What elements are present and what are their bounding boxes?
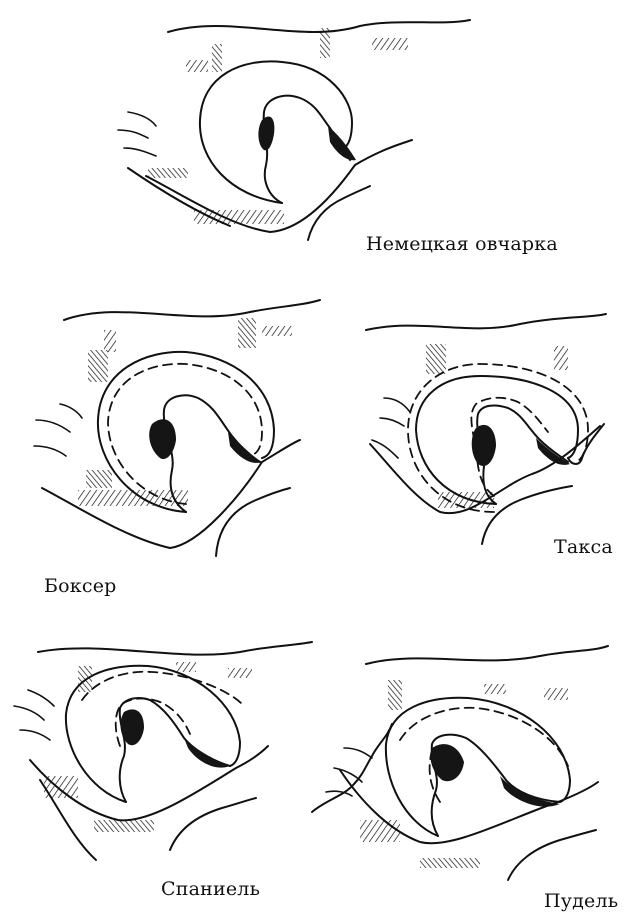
hatch-mark [78, 490, 188, 506]
hatch-mark [262, 326, 292, 336]
hatch-mark [86, 470, 112, 488]
hatch-mark [438, 492, 494, 508]
hatch-mark [194, 210, 284, 224]
hatch-mark [128, 112, 156, 126]
hatch-mark [28, 690, 54, 706]
panel-german-shepherd [118, 20, 470, 240]
hatch-mark [36, 420, 70, 432]
hatch-mark [372, 440, 398, 458]
hatch-mark [14, 706, 44, 720]
hatch-mark [384, 398, 410, 412]
hatch-mark [20, 730, 50, 740]
hatch-mark [78, 666, 92, 692]
hatch-mark [344, 748, 372, 758]
side-contour [312, 724, 392, 812]
hatch-mark [420, 858, 480, 868]
hatch-mark [372, 38, 408, 50]
hatch-mark [484, 684, 506, 694]
hatch-mark [176, 662, 196, 672]
hatch-mark [60, 404, 82, 418]
jaw-contour [170, 798, 256, 850]
hatch-mark [148, 168, 188, 178]
hatch-mark [186, 60, 208, 72]
hatch-mark [544, 688, 568, 700]
cranial-ring-dashed [408, 364, 588, 512]
hatch-mark [388, 680, 402, 710]
caption-boxer: Боксер [44, 575, 117, 597]
hatch-mark [360, 820, 400, 842]
hatch-mark [34, 446, 66, 456]
panel-poodle [312, 646, 608, 880]
hatch-mark [212, 44, 222, 72]
inner-shading [500, 776, 560, 807]
cranial-ring-outer [98, 352, 274, 512]
hatch-mark [124, 148, 156, 156]
panel-boxer [34, 300, 320, 556]
jaw-contour [216, 488, 290, 556]
hatch-mark [228, 668, 252, 678]
jaw-contour [508, 830, 596, 880]
upper-skull-outline [38, 642, 312, 655]
jaw-contour [308, 186, 370, 240]
caption-german-shepherd: Немецкая овчарка [366, 233, 558, 255]
caption-poodle: Пудель [544, 890, 618, 912]
caption-spaniel: Спаниель [161, 878, 260, 900]
hatch-mark [238, 318, 256, 348]
upper-skull-outline [366, 314, 606, 330]
panel-dachshund [366, 314, 606, 544]
panel-spaniel [14, 642, 312, 860]
hatch-mark [380, 418, 404, 426]
hatch-mark [118, 130, 148, 138]
cranial-ring-dashed [400, 708, 568, 766]
hatch-mark [320, 28, 330, 58]
cranial-ring-dashed [108, 364, 262, 504]
hatch-mark [94, 820, 154, 832]
cranial-ring-outer [386, 698, 570, 836]
inner-shading [258, 116, 274, 150]
hatch-mark [88, 350, 108, 382]
upper-skull-outline [64, 300, 320, 320]
inner-shading [472, 425, 496, 466]
hatch-mark [44, 776, 78, 798]
upper-skull-outline [366, 646, 608, 664]
hatch-mark [426, 344, 446, 374]
hatch-mark [554, 346, 568, 370]
cranial-ring-outer [416, 376, 578, 504]
caption-dachshund: Такса [554, 536, 613, 558]
upper-skull-outline [168, 20, 470, 32]
hatch-mark [104, 330, 116, 352]
